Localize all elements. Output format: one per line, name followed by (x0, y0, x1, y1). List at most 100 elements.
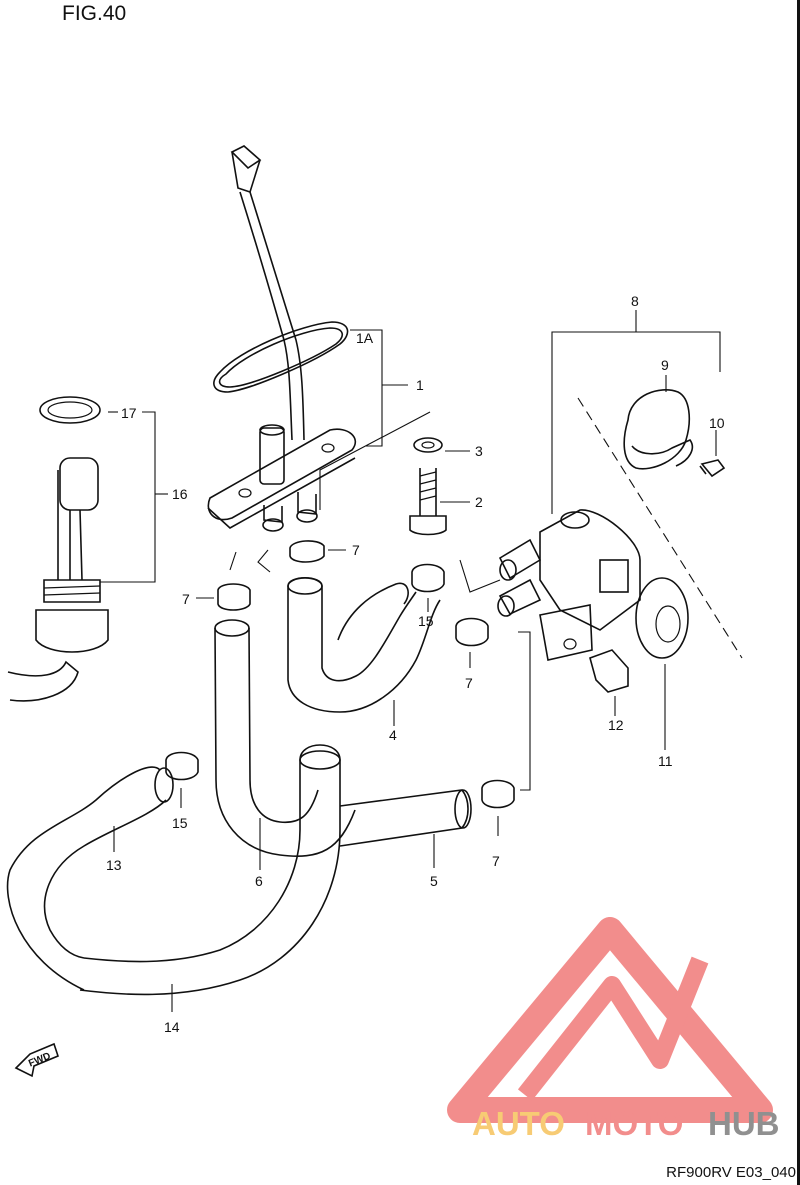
bolt-2-head (409, 515, 447, 536)
callout-7-d: 7 (492, 853, 500, 869)
valve-flange-edge (207, 457, 356, 529)
clamp-7-d (481, 779, 515, 809)
callout-17: 17 (121, 405, 137, 421)
sensor-threads (43, 585, 101, 596)
callout-10: 10 (709, 415, 725, 431)
bolt-and-washer: 3 2 (409, 437, 483, 536)
callout-15-b: 15 (172, 815, 188, 831)
reference-code: RF900RV E03_040 (666, 1164, 796, 1181)
callout-9: 9 (661, 357, 669, 373)
hose-4-branch (337, 582, 409, 641)
callout-7-a: 7 (352, 542, 360, 558)
outlet-left-end (262, 518, 284, 532)
fuel-cock-spindle (599, 559, 629, 593)
gasket-11-inner (655, 605, 681, 643)
o-ring-17-outer (39, 396, 101, 424)
outlet-right-end (296, 509, 318, 523)
callout-7-b: 7 (182, 591, 190, 607)
sensor-float (59, 457, 99, 511)
pickup-tube-left (239, 191, 293, 441)
inlet-upper-end (499, 559, 517, 581)
fuel-valve-assembly: 1A 1 (207, 145, 424, 532)
clamp-7-c (455, 617, 489, 647)
hose-14-outer (79, 744, 341, 996)
fuel-cock-inlet-upper (498, 538, 542, 580)
clamp-7-a (289, 540, 325, 563)
fuel-cock-inlet-lower (498, 578, 542, 616)
connector-hose-cock (459, 559, 501, 593)
connector-valve-bolt (319, 411, 431, 510)
sensor-hex-nut (35, 609, 109, 653)
outlet-nipple-right (297, 492, 317, 515)
figure-title: FIG.40 (62, 2, 127, 25)
connection-lines (229, 411, 531, 791)
callout-2: 2 (475, 494, 483, 510)
bracket-16-17 (100, 411, 156, 583)
callout-4: 4 (389, 727, 397, 743)
callout-1a: 1A (356, 330, 374, 346)
standpipe-top (259, 424, 285, 436)
connector-cock-clamp (518, 631, 531, 791)
valve-flange (207, 428, 357, 521)
connector-outlet-clamp (229, 549, 271, 573)
clamp-15-a (411, 563, 445, 593)
screw-10 (699, 459, 726, 478)
hose-4-opening (287, 577, 323, 595)
reserve-standpipe (259, 427, 285, 485)
washer-3-hole (421, 441, 435, 449)
hose-6-outer (214, 627, 356, 857)
hose-13-opening (154, 767, 174, 803)
outlet-nipple-left (263, 505, 283, 523)
flange-bolt-hole-left (238, 488, 252, 498)
pickup-tube-right (249, 191, 305, 441)
fwd-arrow-icon: FWD (14, 1042, 59, 1078)
watermark-word-moto: MOTO (585, 1105, 683, 1142)
mount-hole (563, 638, 577, 650)
sensor-rods (57, 470, 83, 581)
hose-4-end-left (287, 576, 323, 587)
lever-knob-9 (623, 389, 691, 470)
fuel-cock-mount (539, 604, 593, 661)
hose-6-inner (248, 627, 319, 824)
hose-4-inner (321, 586, 417, 682)
pickup-tube-tip (230, 145, 262, 170)
sensor-wire-lead (7, 660, 79, 702)
callout-3: 3 (475, 443, 483, 459)
bracket-1-1a (350, 329, 383, 447)
clamp-15-b (165, 751, 199, 781)
flange-bolt-hole-right (321, 443, 335, 453)
callout-14: 14 (164, 1019, 180, 1035)
fuel-sensor-assembly: 17 16 (7, 396, 188, 702)
pickup-filter (231, 151, 261, 194)
watermark-word-hub: HUB (708, 1105, 780, 1142)
hose-14-opening (299, 750, 341, 770)
hose-5-opening (454, 789, 472, 829)
hose-6-opening (214, 619, 250, 637)
callout-11: 11 (658, 753, 673, 769)
exploded-axis (577, 397, 743, 659)
hose-4-outer (287, 586, 441, 713)
gasket-11-outer (635, 577, 689, 659)
callout-1: 1 (416, 377, 424, 393)
fuel-cock-top-port (560, 511, 590, 529)
screw-12 (589, 649, 629, 693)
callout-12: 12 (608, 717, 624, 733)
callout-13: 13 (106, 857, 122, 873)
callout-7-c: 7 (465, 675, 473, 691)
bolt-2-thread (419, 471, 437, 501)
hose-5 (339, 789, 469, 847)
hose-13-inner (43, 799, 167, 959)
o-ring-17-inner (47, 401, 93, 419)
lever-knob-9-tab (631, 439, 694, 467)
hose-14-inner (83, 760, 301, 963)
fuel-cock-body (539, 509, 641, 631)
callout-6: 6 (255, 873, 263, 889)
sensor-threaded-body (43, 579, 101, 603)
fuel-hoses: 4 6 14 13 5 (6, 576, 472, 1035)
clamp-7-b (217, 583, 251, 611)
triangle-logo-icon (447, 917, 773, 1123)
inlet-lower-end (497, 595, 515, 617)
bracket-8 (551, 331, 721, 514)
